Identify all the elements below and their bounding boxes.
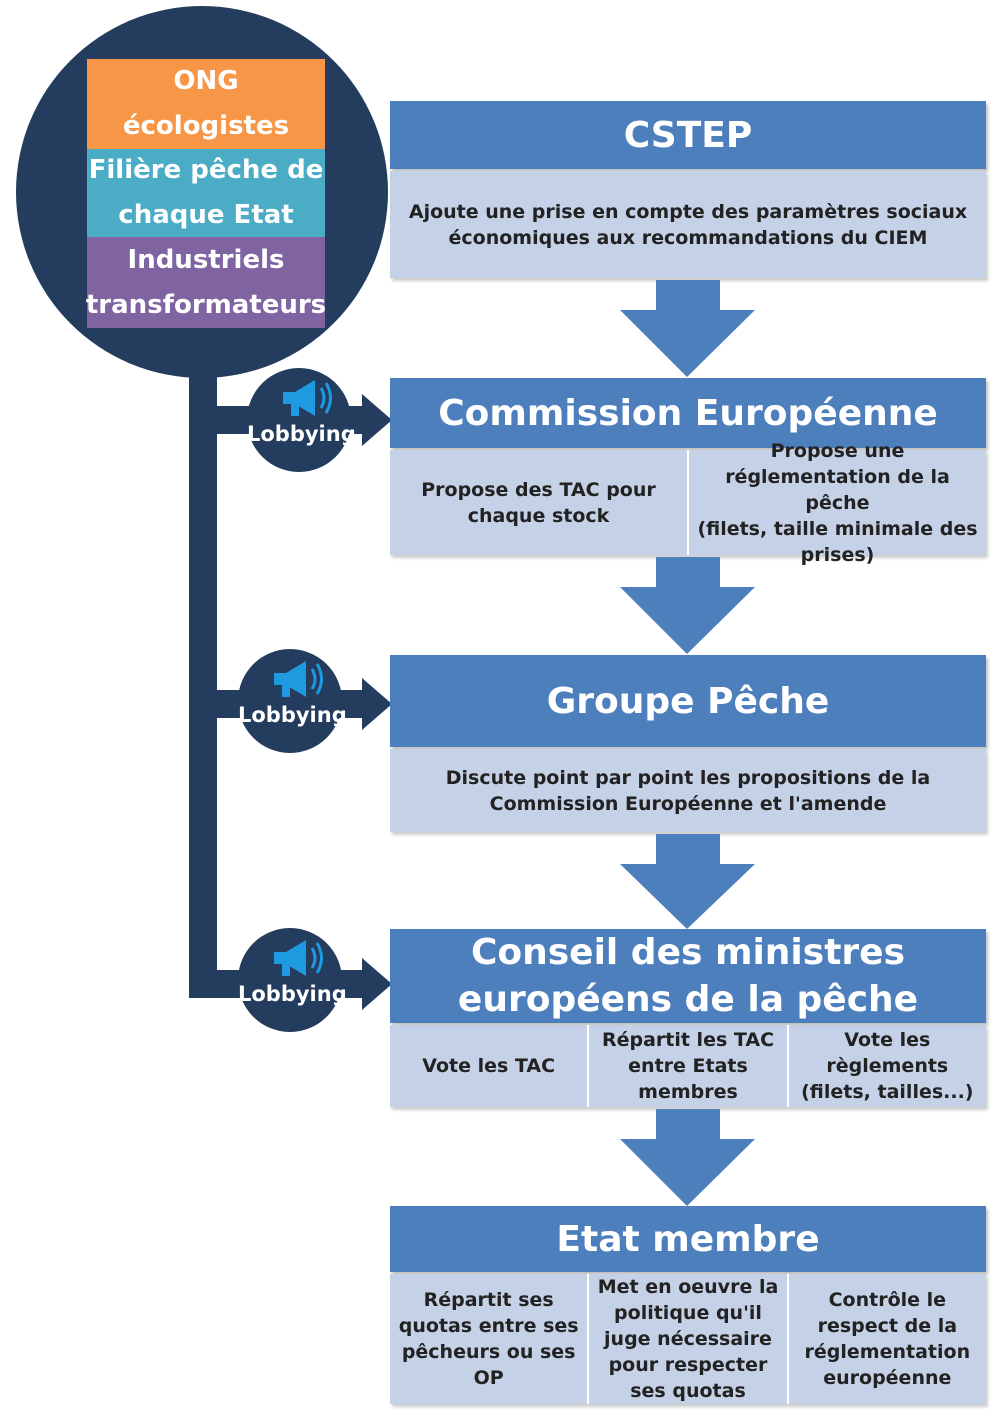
stage-cell: Met en oeuvre la politique qu'il juge né…: [589, 1274, 789, 1404]
lobbying-node-2: Lobbying: [238, 649, 347, 753]
flow-arrow-down: [620, 280, 755, 377]
megaphone-icon: [274, 940, 323, 976]
stage-commission-body: Propose des TAC pour chaque stock Propos…: [390, 440, 986, 566]
stage-groupe-peche-body: Discute point par point les propositions…: [390, 749, 986, 832]
megaphone-icon: [274, 661, 323, 697]
stage-cell: Propose une réglementation de la pêche (…: [689, 440, 986, 566]
lobbying-branches: [203, 394, 392, 1010]
flow-arrow-down: [620, 834, 755, 929]
stage-cstep-title: CSTEP: [390, 101, 986, 169]
stage-cstep-body: Ajoute une prise en compte des paramètre…: [390, 171, 986, 278]
stage-groupe-peche-title: Groupe Pêche: [390, 655, 986, 747]
stage-cell: Ajoute une prise en compte des paramètre…: [390, 171, 986, 278]
stage-commission-title: Commission Européenne: [390, 378, 986, 448]
stage-conseil-title: Conseil des ministres européens de la pê…: [390, 929, 986, 1023]
stage-cell: Propose des TAC pour chaque stock: [390, 450, 689, 555]
lobbying-node-1: Lobbying: [247, 368, 356, 472]
megaphone-icon: [283, 380, 332, 416]
flow-arrow-down: [620, 1109, 755, 1206]
stakeholder-ong: ONG écologistes: [87, 59, 325, 149]
stage-etat-membre-title: Etat membre: [390, 1206, 986, 1272]
stage-cell: Discute point par point les propositions…: [390, 749, 986, 832]
stakeholder-filiere-peche: Filière pêche de chaque Etat: [87, 149, 325, 237]
stage-cell: Répartit ses quotas entre ses pêcheurs o…: [390, 1274, 590, 1404]
stage-cell: Vote les règlements (filets, tailles...): [788, 1025, 986, 1107]
stakeholder-industriels: Industriels transformateurs: [86, 237, 326, 328]
stage-cell: Contrôle le respect de la réglementation…: [788, 1274, 986, 1404]
stage-conseil-body: Vote les TAC Répartit les TAC entre Etat…: [390, 1025, 986, 1107]
stage-cell: Vote les TAC: [390, 1025, 590, 1107]
flow-arrow-down: [620, 557, 755, 654]
lobbying-node-3: Lobbying: [238, 928, 347, 1032]
lobbying-label: Lobbying: [238, 982, 347, 1006]
stage-cell: Répartit les TAC entre Etats membres: [589, 1025, 789, 1107]
stage-etat-membre-body: Répartit ses quotas entre ses pêcheurs o…: [390, 1274, 986, 1404]
lobbying-trunk: [189, 330, 217, 998]
lobbying-label: Lobbying: [238, 703, 347, 727]
lobbying-label: Lobbying: [247, 422, 356, 446]
